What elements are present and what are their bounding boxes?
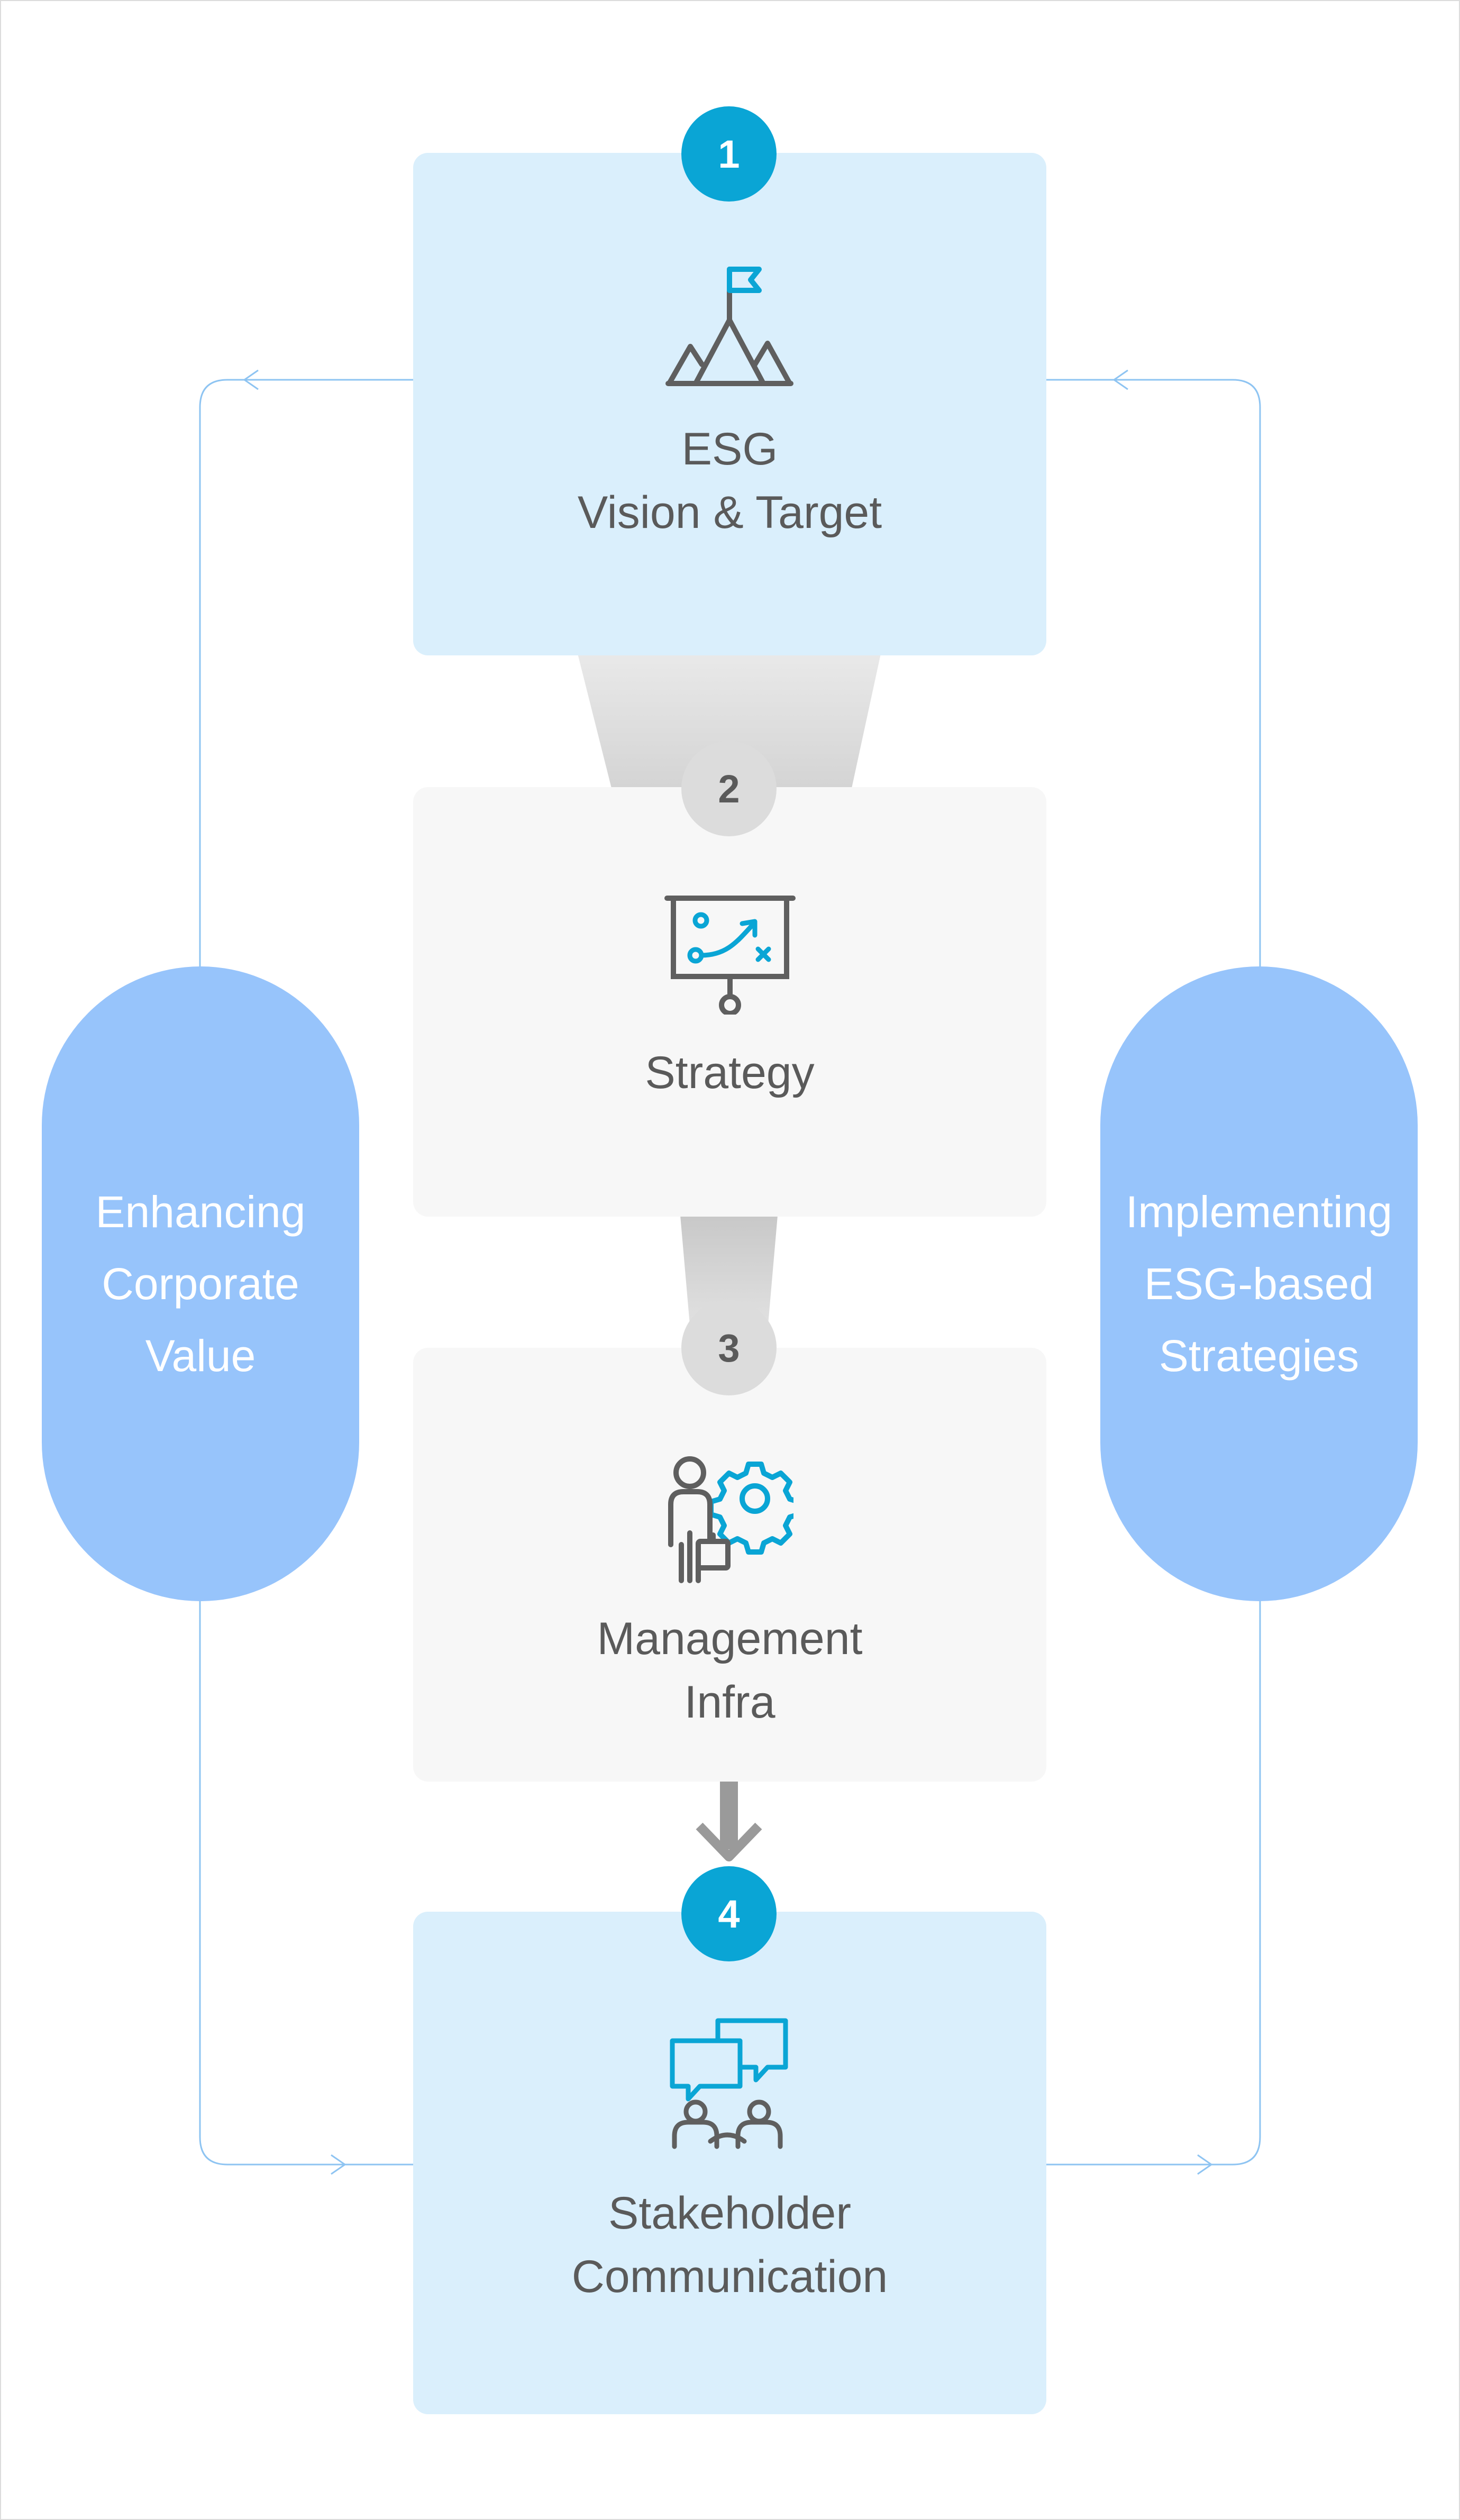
funnel-connector-1-2 — [578, 654, 881, 788]
step-number-badge-3: 3 — [681, 1300, 777, 1395]
mountain-flag-icon — [665, 267, 793, 386]
step-number-badge-4: 4 — [681, 1866, 777, 1961]
left-pill-label: Enhancing Corporate Value — [95, 1187, 306, 1381]
right-pill: Implementing ESG-based Strategies — [1100, 966, 1418, 1601]
step-title-2: Strategy — [645, 1047, 815, 1098]
step-title-4: Stakeholder Communication — [571, 2188, 888, 2302]
down-arrow-icon — [696, 1781, 762, 1861]
step-box-2: Strategy — [413, 787, 1046, 1217]
person-gear-icon — [668, 1456, 793, 1583]
step-box-1: ESG Vision & Target — [413, 153, 1046, 655]
step-box-3: Management Infra — [413, 1348, 1046, 1782]
step-number-badge-2: 2 — [681, 741, 777, 836]
strategy-board-icon — [664, 896, 796, 1015]
conversation-icon — [670, 2018, 788, 2149]
step-box-4: Stakeholder Communication — [413, 1912, 1046, 2414]
step-title-1: ESG Vision & Target — [577, 424, 882, 538]
step-number-badge-1: 1 — [681, 106, 777, 202]
left-pill: Enhancing Corporate Value — [42, 966, 359, 1601]
right-pill-label: Implementing ESG-based Strategies — [1125, 1187, 1393, 1381]
step-title-3: Management Infra — [597, 1613, 863, 1728]
